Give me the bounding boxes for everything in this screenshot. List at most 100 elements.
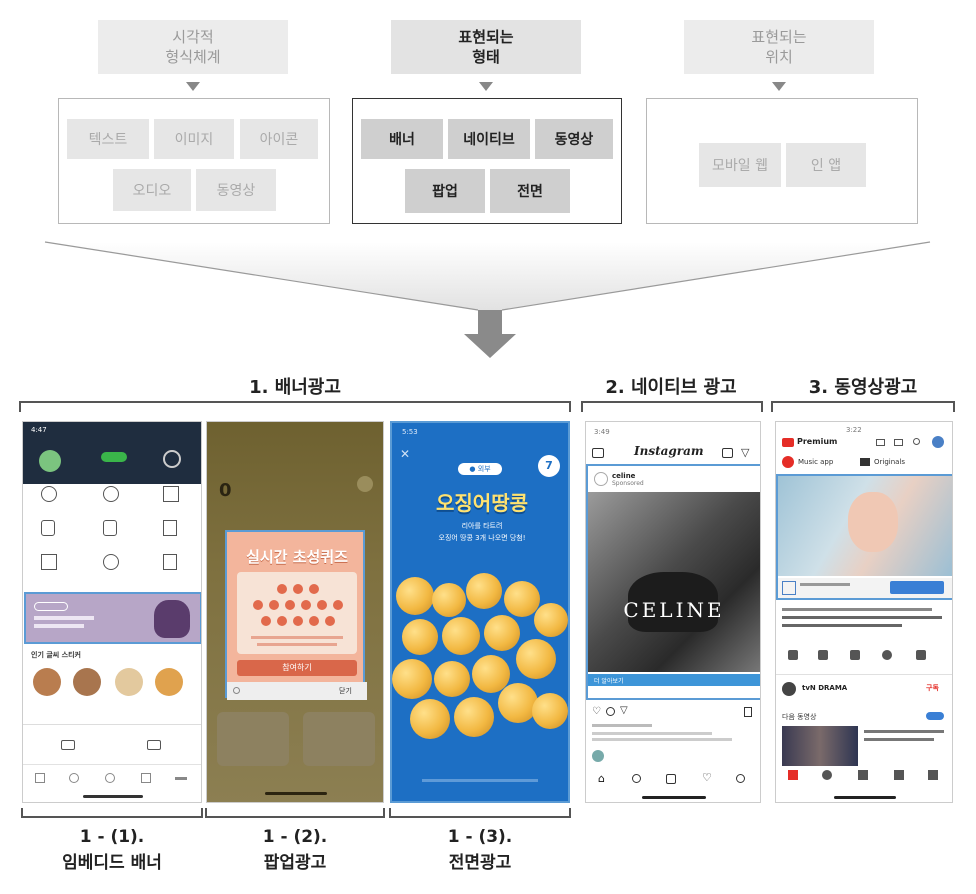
timeline-icon[interactable] [105, 773, 115, 783]
close-icon[interactable]: ✕ [400, 447, 411, 461]
subscriptions-icon[interactable] [894, 770, 904, 780]
checkbox[interactable] [233, 687, 240, 694]
chip-native: 네이티브 [448, 119, 530, 159]
account-avatar[interactable] [594, 472, 608, 486]
learn-more-bar[interactable]: 더 알아보기 [588, 674, 760, 686]
line-games-icon[interactable] [147, 740, 161, 750]
sticker-item[interactable] [115, 668, 143, 696]
tv-icon[interactable] [722, 448, 733, 458]
profile-icon[interactable] [736, 774, 745, 783]
visit-button[interactable] [890, 581, 944, 594]
quiz-dot [293, 584, 303, 594]
next-video-thumbnail[interactable] [782, 726, 858, 766]
home-indicator [83, 795, 143, 798]
add-post-icon[interactable] [666, 774, 676, 784]
home-icon[interactable] [788, 770, 798, 780]
search-icon[interactable] [913, 438, 920, 445]
gift-icon[interactable] [41, 554, 57, 570]
subscribe-button[interactable]: 구독 [926, 684, 939, 692]
ad-title: 오징어땅콩 [436, 491, 528, 515]
caption-popup: 1 - (2). 팝업광고 [206, 824, 384, 876]
countdown-badge[interactable]: 7 [538, 455, 560, 477]
popup-close-button[interactable]: 닫기 [339, 687, 352, 695]
sticker-item[interactable] [155, 668, 183, 696]
ad-subtitle: 오징어 땅콩 3개 나오면 당첨! [438, 534, 526, 542]
close-circle-icon[interactable] [357, 476, 373, 492]
status-time: 3:22 [846, 426, 862, 434]
shield-icon[interactable] [41, 520, 55, 536]
heart-icon[interactable]: ♡ [702, 771, 712, 784]
share-icon[interactable] [850, 650, 860, 660]
more-icon[interactable] [175, 773, 187, 783]
explore-icon[interactable] [822, 770, 832, 780]
quiz-dot [253, 600, 263, 610]
chats-icon[interactable] [69, 773, 79, 783]
chip-fullscreen: 전면 [490, 169, 570, 213]
embedded-banner-ad[interactable] [24, 592, 201, 644]
gear-icon[interactable] [163, 450, 181, 468]
cast-icon[interactable] [876, 439, 885, 446]
qr-icon[interactable] [163, 554, 177, 570]
video-thumbnail[interactable] [778, 476, 952, 576]
phone-icon[interactable] [103, 520, 117, 536]
next-video-label: 다음 동영상 [782, 713, 817, 721]
snack-ball [410, 699, 450, 739]
share-icon[interactable]: ▽ [620, 705, 628, 716]
home-icon[interactable]: ⌂ [598, 772, 605, 785]
learn-more-label: 더 알아보기 [594, 678, 624, 685]
save-icon[interactable] [744, 707, 752, 717]
comment-icon[interactable] [606, 707, 615, 716]
chip-music[interactable] [782, 456, 794, 468]
home-icon[interactable] [35, 773, 45, 783]
sponsored-label: Sponsored [612, 480, 644, 487]
chat-icon[interactable] [103, 486, 119, 502]
account-avatar[interactable] [932, 436, 944, 448]
like-icon[interactable]: ♡ [592, 706, 601, 717]
add-icon[interactable] [858, 770, 868, 780]
quiz-card [237, 572, 357, 654]
channel-name[interactable]: tvN DRAMA [802, 684, 848, 692]
funnel-arrow-icon [44, 241, 931, 358]
phone-popup-ad: 0 실시간 초성퀴즈 참여하기 닫기 [206, 421, 384, 803]
download-icon[interactable] [882, 650, 892, 660]
title-line [782, 624, 902, 627]
account-name[interactable]: celine [612, 472, 636, 480]
sticker-item[interactable] [33, 668, 61, 696]
dislike-icon[interactable] [818, 650, 828, 660]
home-indicator [642, 796, 706, 799]
clock-icon[interactable] [103, 554, 119, 570]
snack-ball [434, 661, 470, 697]
autoplay-toggle[interactable] [926, 712, 944, 720]
chip-originals-icon[interactable] [860, 458, 870, 466]
next-post-avatar[interactable] [592, 750, 604, 762]
bookmark-icon[interactable] [163, 520, 177, 536]
channel-avatar[interactable] [782, 682, 796, 696]
send-icon[interactable]: ▽ [741, 446, 750, 459]
ad-subtitle: 리아를 타트려 [461, 522, 503, 530]
form-box: 배너 네이티브 동영상 팝업 전면 [352, 98, 622, 224]
camera-icon[interactable] [592, 448, 604, 458]
snack-ball [484, 615, 520, 651]
chip-originals-label[interactable]: Originals [874, 458, 906, 466]
advertiser-logo [782, 581, 796, 595]
camera-icon[interactable] [894, 439, 903, 446]
search-icon[interactable] [632, 774, 641, 783]
caption-interstitial: 1 - (3). 전면광고 [390, 824, 570, 876]
library-icon[interactable] [928, 770, 938, 780]
chip-music-label[interactable]: Music app [798, 458, 834, 466]
like-icon[interactable] [788, 650, 798, 660]
store-icon[interactable] [163, 486, 179, 502]
snack-ball [498, 683, 538, 723]
bottom-nav [23, 764, 201, 802]
section-label: 인기 글씨 스티커 [31, 651, 81, 659]
line-services-icon[interactable] [61, 740, 75, 750]
caption-line: 전면광고 [448, 853, 512, 873]
popup-cta-button[interactable]: 참여하기 [237, 660, 357, 676]
sticker-item[interactable] [73, 668, 101, 696]
calls-icon[interactable] [141, 773, 151, 783]
friend-icon[interactable] [41, 486, 57, 502]
save-icon[interactable] [916, 650, 926, 660]
header-line: 위치 [765, 48, 793, 66]
